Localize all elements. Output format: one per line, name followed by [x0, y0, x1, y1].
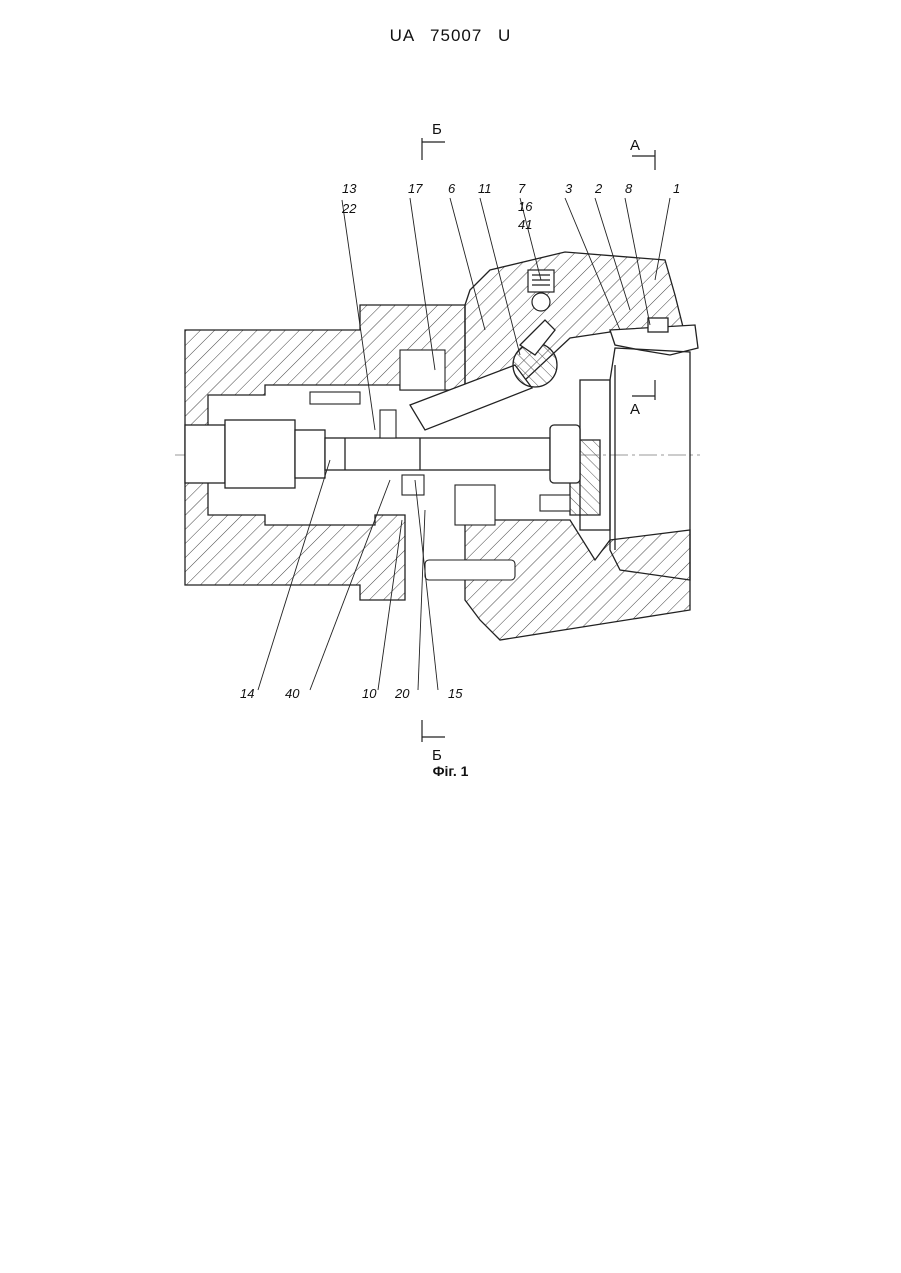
- callout-16: 16: [518, 199, 533, 214]
- spring-plunger: [528, 270, 554, 311]
- section-marker-a-mid: А: [630, 401, 640, 418]
- section-marker-b-bottom: Б: [432, 747, 442, 764]
- callout-13: 13: [342, 181, 357, 196]
- callout-41: 41: [518, 217, 532, 232]
- callout-6: 6: [448, 181, 456, 196]
- callout-17: 17: [408, 181, 423, 196]
- callout-3: 3: [565, 181, 573, 196]
- section-marker-b-top: Б: [432, 121, 442, 138]
- callout-8: 8: [625, 181, 633, 196]
- callout-14: 14: [240, 686, 254, 701]
- figure-caption: Фіг. 1: [0, 763, 901, 779]
- callout-15: 15: [448, 686, 463, 701]
- callout-20: 20: [394, 686, 410, 701]
- callout-2: 2: [594, 181, 603, 196]
- callout-22: 22: [341, 201, 357, 216]
- callout-11: 11: [478, 181, 492, 196]
- technical-drawing: Б Б А А 13 22 17 6 11 7 16 41 3 2 8 1 14…: [170, 120, 710, 780]
- document-header: UA 75007 U: [0, 26, 901, 46]
- callout-1: 1: [673, 181, 680, 196]
- section-marker-a-top: А: [630, 137, 640, 154]
- callout-10: 10: [362, 686, 377, 701]
- callout-40: 40: [285, 686, 300, 701]
- callout-7: 7: [518, 181, 526, 196]
